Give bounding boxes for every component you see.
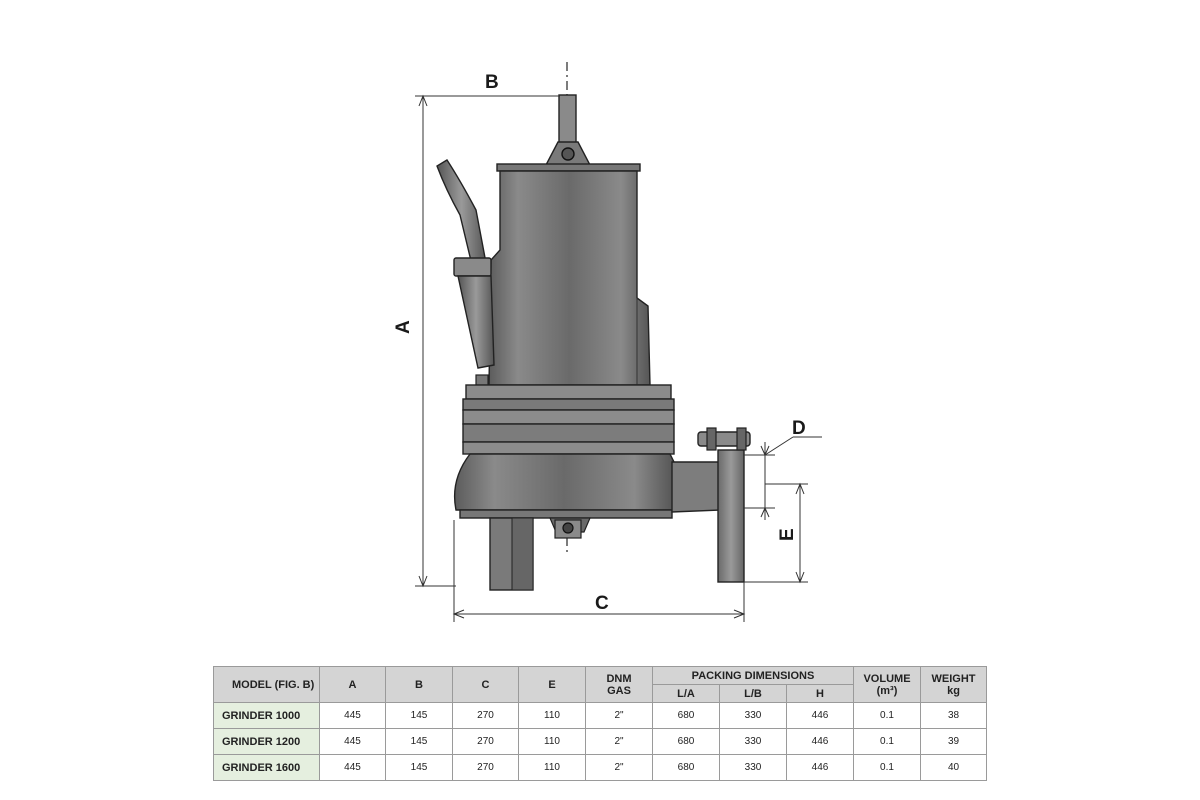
cell-volume: 0.1 <box>853 728 921 755</box>
col-header-h: H <box>786 684 854 703</box>
cell-h: 446 <box>786 702 854 729</box>
weight-line1: WEIGHT <box>931 672 976 685</box>
cell-volume: 0.1 <box>853 754 921 781</box>
col-header-e: E <box>518 666 586 703</box>
cell-e: 110 <box>518 754 586 781</box>
cell-a: 445 <box>319 728 386 755</box>
cell-b: 145 <box>385 702 453 729</box>
cell-c: 270 <box>452 754 519 781</box>
dimension-label-c: C <box>595 593 609 614</box>
dnm-line1: DNM <box>606 672 632 685</box>
col-header-volume: VOLUME (m³) <box>853 666 921 703</box>
table-header-row-1: MODEL (FIG. B) A B C E DNM GAS PACKING D… <box>213 666 987 703</box>
cell-lb: 330 <box>719 728 787 755</box>
table-row: GRINDER 1200 445 145 270 110 2" 680 330 … <box>213 728 987 755</box>
cell-c: 270 <box>452 728 519 755</box>
cell-dnm: 2" <box>585 754 653 781</box>
power-cable <box>436 159 495 386</box>
cell-dnm: 2" <box>585 728 653 755</box>
dimension-label-b: B <box>485 72 499 93</box>
cell-e: 110 <box>518 728 586 755</box>
pump-base <box>489 517 591 591</box>
pump-volute <box>453 453 723 519</box>
cell-a: 445 <box>319 702 386 729</box>
table-row: GRINDER 1600 445 145 270 110 2" 680 330 … <box>213 754 987 781</box>
col-header-a: A <box>319 666 386 703</box>
dimension-label-a: A <box>393 320 414 334</box>
col-header-weight: WEIGHT kg <box>920 666 987 703</box>
cell-b: 145 <box>385 728 453 755</box>
cell-h: 446 <box>786 728 854 755</box>
cell-weight: 38 <box>920 702 987 729</box>
cell-c: 270 <box>452 702 519 729</box>
cell-e: 110 <box>518 702 586 729</box>
col-header-model: MODEL (FIG. B) <box>213 666 320 703</box>
cell-a: 445 <box>319 754 386 781</box>
cell-la: 680 <box>652 754 720 781</box>
weight-line2: kg <box>947 684 960 697</box>
cell-dnm: 2" <box>585 702 653 729</box>
pump-technical-drawing: AS <box>393 62 822 622</box>
col-header-la: L/A <box>652 684 720 703</box>
cell-lb: 330 <box>719 702 787 729</box>
cell-weight: 40 <box>920 754 987 781</box>
lifting-handle <box>544 94 592 166</box>
cell-h: 446 <box>786 754 854 781</box>
table-row: GRINDER 1000 445 145 270 110 2" 680 330 … <box>213 702 987 729</box>
volume-line2: (m³) <box>876 684 898 697</box>
cell-lb: 330 <box>719 754 787 781</box>
col-header-dnm: DNM GAS <box>585 666 653 703</box>
col-header-b: B <box>385 666 453 703</box>
col-header-packing: PACKING DIMENSIONS <box>652 666 854 685</box>
dnm-line2: GAS <box>607 684 631 697</box>
cell-volume: 0.1 <box>853 702 921 729</box>
cell-model: GRINDER 1200 <box>213 728 320 755</box>
dimension-label-e: E <box>777 528 798 541</box>
dimension-label-d: D <box>792 418 806 439</box>
dimension-lines <box>415 94 822 622</box>
col-header-lb: L/B <box>719 684 787 703</box>
discharge-flange <box>697 427 751 583</box>
table-header-row-2: L/A L/B H <box>214 684 987 703</box>
volume-line1: VOLUME <box>863 672 911 685</box>
cooling-ribs <box>462 384 675 455</box>
specifications-table: MODEL (FIG. B) A B C E DNM GAS PACKING D… <box>213 666 987 781</box>
cell-la: 680 <box>652 702 720 729</box>
cell-model: GRINDER 1600 <box>213 754 320 781</box>
cell-b: 145 <box>385 754 453 781</box>
col-header-c: C <box>452 666 519 703</box>
cell-weight: 39 <box>920 728 987 755</box>
motor-body <box>488 163 651 386</box>
cell-la: 680 <box>652 728 720 755</box>
cell-model: GRINDER 1000 <box>213 702 320 729</box>
